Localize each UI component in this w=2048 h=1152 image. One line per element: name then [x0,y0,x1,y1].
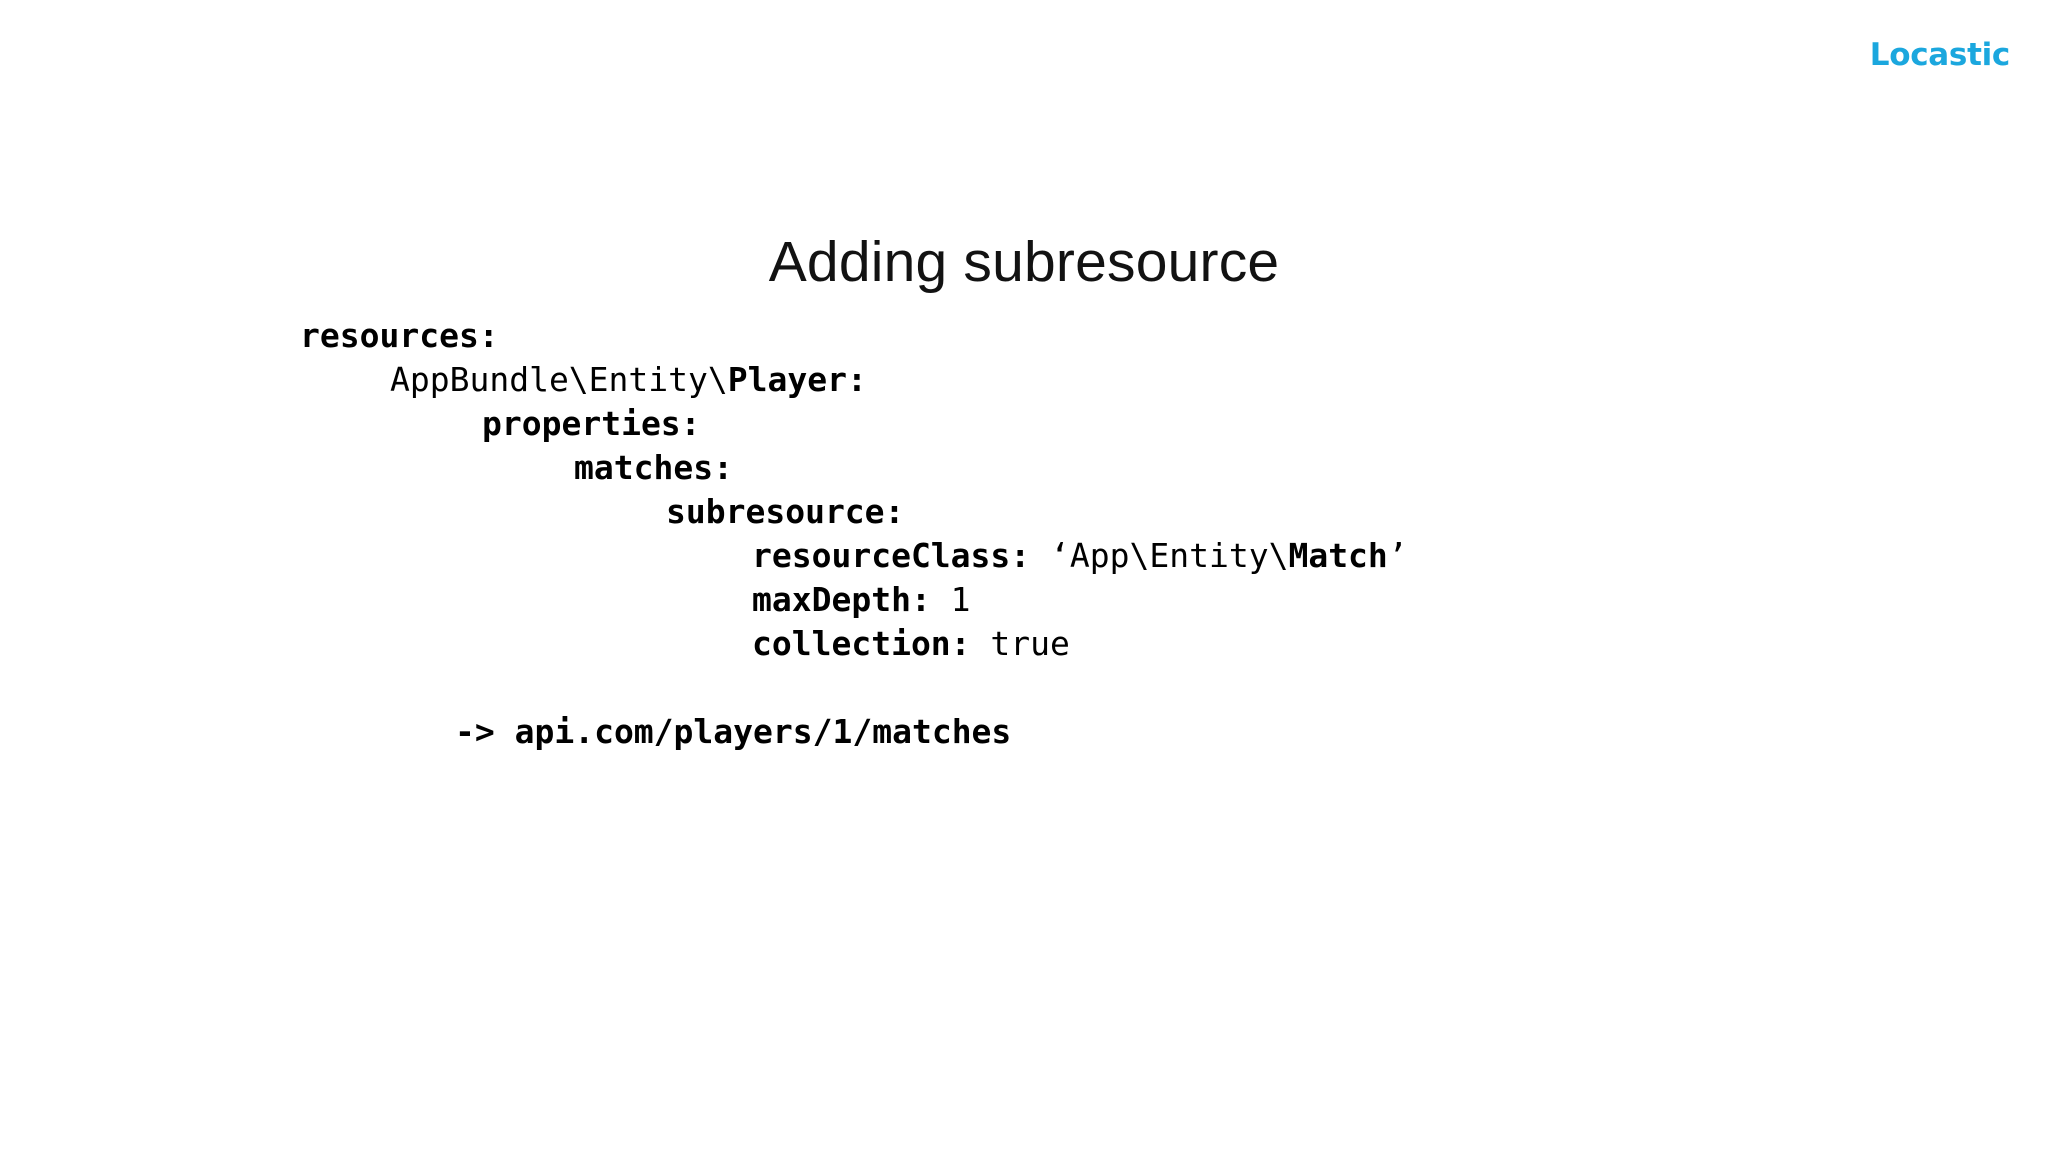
yaml-code-block: resources:AppBundle\Entity\Player:proper… [300,314,1408,666]
code-token: AppBundle\Entity\ [390,360,728,399]
code-line: maxDepth: 1 [300,578,1408,622]
page-title: Adding subresource [768,230,1280,295]
code-line: AppBundle\Entity\Player: [300,358,1408,402]
resulting-endpoint: -> api.com/players/1/matches [455,712,1012,751]
code-line: collection: true [300,622,1408,666]
code-token-bold: resourceClass: [752,536,1031,575]
code-token-bold: resources: [300,316,499,355]
code-line: subresource: [300,490,1408,534]
code-token-bold: collection: [752,624,971,663]
code-token: ’ [1387,536,1408,575]
code-token-bold: Match [1288,536,1388,575]
code-token-bold: subresource: [666,492,905,531]
code-token-bold: matches: [574,448,733,487]
code-token [1030,536,1050,575]
locastic-logo: Locastic [1869,37,2011,73]
code-line: resources: [300,314,1408,358]
code-line: resourceClass: ‘App\Entity\Match’ [300,534,1408,578]
code-token: 1 [930,580,971,619]
code-token-bold: properties: [482,404,701,443]
code-token: ‘App\Entity\ [1050,536,1289,575]
code-token-bold: Player [727,360,847,399]
code-token-bold: maxDepth: [752,580,931,619]
code-line: properties: [300,402,1408,446]
code-token-bold: : [846,360,867,399]
code-token: true [970,624,1070,663]
code-line: matches: [300,446,1408,490]
